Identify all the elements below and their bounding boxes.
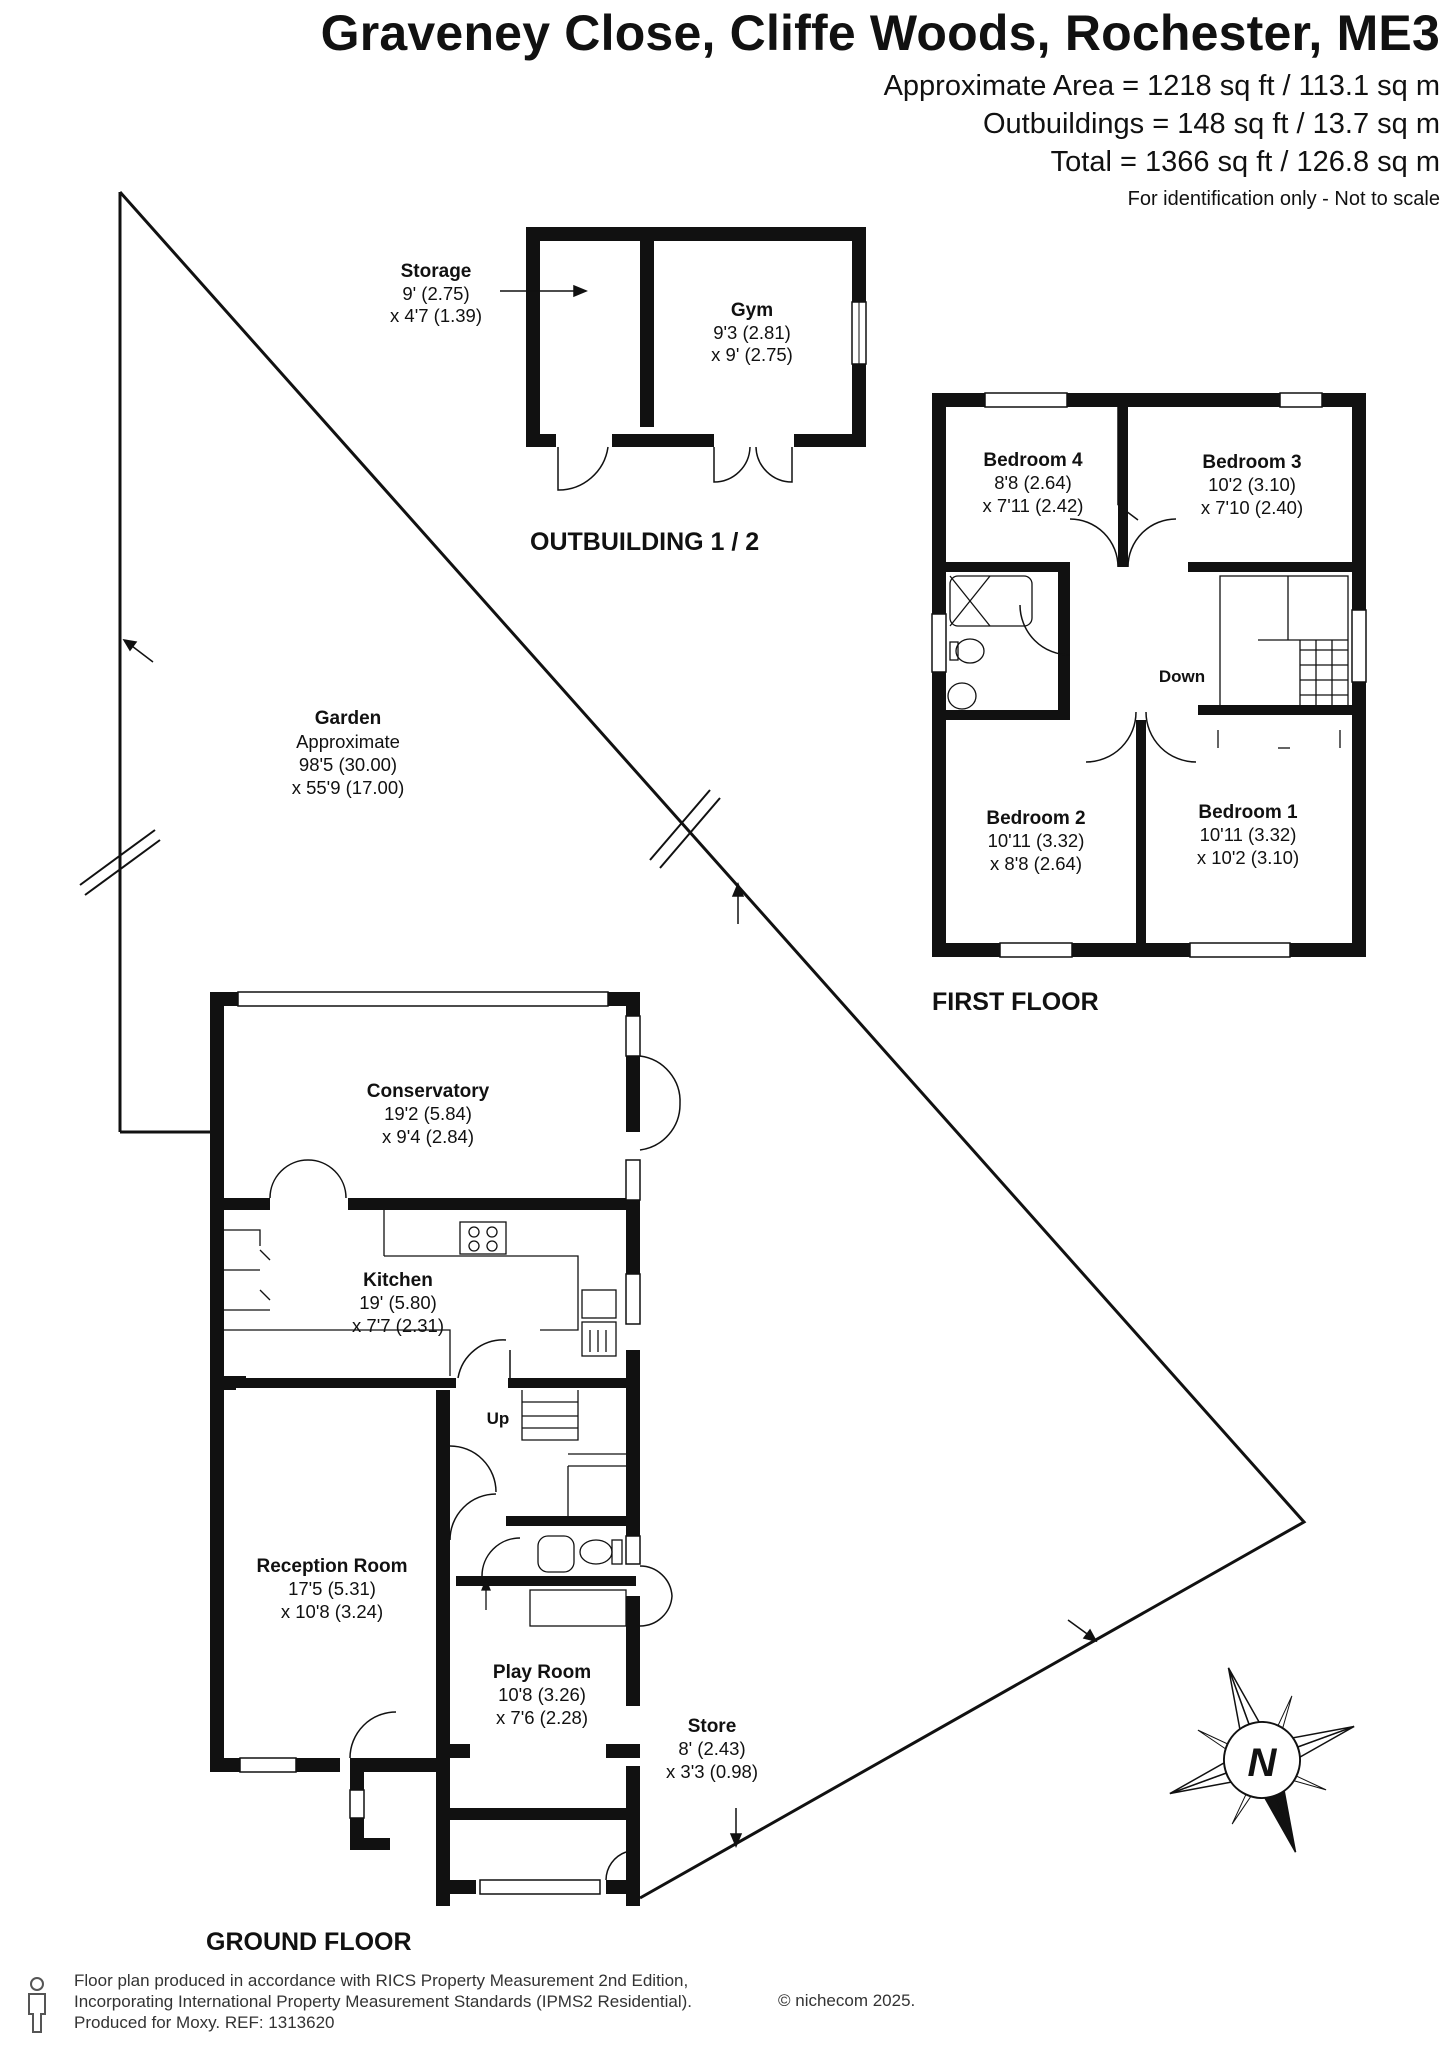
outbuilding-doors <box>557 446 793 491</box>
copyright-text: © nichecom 2025. <box>778 1991 916 2010</box>
reception-label: Reception Room 17'5 (5.31) x 10'8 (3.24) <box>257 1556 408 1622</box>
property-title: Graveney Close, Cliffe Woods, Rochester,… <box>320 5 1440 61</box>
store-name: Store <box>688 1716 737 1737</box>
bedroom3-dim1: 10'2 (3.10) <box>1208 474 1296 495</box>
kitchen-name: Kitchen <box>363 1270 433 1291</box>
scale-note: For identification only - Not to scale <box>1127 188 1440 210</box>
bedroom4-label: Bedroom 4 8'8 (2.64) x 7'11 (2.42) <box>983 450 1084 516</box>
storage-arrow <box>500 284 588 298</box>
garden-boundary <box>79 191 1307 1900</box>
reception-dim1: 17'5 (5.31) <box>288 1578 376 1599</box>
playroom-dim2: x 7'6 (2.28) <box>496 1707 588 1728</box>
outbuildings-area: Outbuildings = 148 sq ft / 13.7 sq m <box>982 108 1440 140</box>
garden-name: Garden <box>315 708 382 729</box>
bedroom4-name: Bedroom 4 <box>983 450 1083 471</box>
gym-dim2: x 9' (2.75) <box>711 344 793 365</box>
ground-floor-windows <box>237 991 641 1895</box>
kitchen-dim2: x 7'7 (2.31) <box>352 1315 444 1336</box>
outbuilding-walls <box>526 227 866 447</box>
bedroom1-label: Bedroom 1 10'11 (3.32) x 10'2 (3.10) <box>1197 802 1299 868</box>
reception-name: Reception Room <box>257 1556 408 1577</box>
playroom-dim1: 10'8 (3.26) <box>498 1684 586 1705</box>
storage-dim1: 9' (2.75) <box>402 283 469 304</box>
person-icon <box>28 1977 46 2033</box>
bedroom1-name: Bedroom 1 <box>1198 802 1298 823</box>
first-floor-windows <box>931 392 1367 958</box>
outbuilding-floor-label: OUTBUILDING 1 / 2 <box>530 528 760 556</box>
footer-text: Floor plan produced in accordance with R… <box>74 1970 692 2033</box>
total-area: Total = 1366 sq ft / 126.8 sq m <box>1050 146 1440 178</box>
stairs-down-label: Down <box>1159 667 1205 686</box>
bedroom2-dim2: x 8'8 (2.64) <box>990 853 1082 874</box>
bedroom2-dim1: 10'11 (3.32) <box>988 830 1085 851</box>
compass-north-letter: N <box>1248 1741 1278 1785</box>
kitchen-label: Kitchen 19' (5.80) x 7'7 (2.31) <box>352 1270 444 1336</box>
kitchen-dim1: 19' (5.80) <box>359 1292 437 1313</box>
ground-floor-label: GROUND FLOOR <box>206 1928 412 1956</box>
first-floor-fittings <box>947 575 1349 749</box>
storage-dim2: x 4'7 (1.39) <box>390 305 482 326</box>
first-floor-label: FIRST FLOOR <box>932 988 1099 1016</box>
compass-rose <box>1169 1667 1355 1853</box>
footer-line3: Produced for Moxy. REF: 1313620 <box>74 2013 335 2032</box>
playroom-name: Play Room <box>493 1662 591 1683</box>
approximate-area: Approximate Area = 1218 sq ft / 113.1 sq… <box>883 70 1440 102</box>
storage-label: Storage 9' (2.75) x 4'7 (1.39) <box>390 261 482 326</box>
bedroom1-dim1: 10'11 (3.32) <box>1200 824 1297 845</box>
store-dim2: x 3'3 (0.98) <box>666 1761 758 1782</box>
conservatory-dim2: x 9'4 (2.84) <box>382 1126 474 1147</box>
ground-floor-fittings <box>224 1210 627 1627</box>
bedroom3-name: Bedroom 3 <box>1202 452 1301 473</box>
bedroom4-dim1: 8'8 (2.64) <box>994 472 1072 493</box>
storage-name: Storage <box>401 261 472 282</box>
bedroom3-label: Bedroom 3 10'2 (3.10) x 7'10 (2.40) <box>1201 452 1303 518</box>
reception-dim2: x 10'8 (3.24) <box>281 1601 383 1622</box>
gym-label: Gym 9'3 (2.81) x 9' (2.75) <box>711 300 793 365</box>
garden-dim2: x 55'9 (17.00) <box>292 777 405 798</box>
gym-name: Gym <box>731 300 773 321</box>
playroom-label: Play Room 10'8 (3.26) x 7'6 (2.28) <box>493 1662 591 1728</box>
garden-label: Garden Approximate 98'5 (30.00) x 55'9 (… <box>292 708 405 798</box>
garden-qualifier: Approximate <box>296 731 400 752</box>
garden-arrows <box>122 638 1098 1848</box>
ground-floor-doors <box>269 1055 681 1881</box>
bedroom4-dim2: x 7'11 (2.42) <box>983 495 1084 516</box>
stairs-up-label: Up <box>487 1409 510 1428</box>
bedroom2-name: Bedroom 2 <box>986 808 1085 829</box>
first-floor-doors <box>1019 407 1197 763</box>
store-dim1: 8' (2.43) <box>678 1738 745 1759</box>
bedroom1-dim2: x 10'2 (3.10) <box>1197 847 1299 868</box>
conservatory-name: Conservatory <box>367 1081 490 1102</box>
bedroom2-label: Bedroom 2 10'11 (3.32) x 8'8 (2.64) <box>986 808 1085 874</box>
garden-dim1: 98'5 (30.00) <box>299 754 397 775</box>
store-label: Store 8' (2.43) x 3'3 (0.98) <box>666 1716 758 1782</box>
conservatory-label: Conservatory 19'2 (5.84) x 9'4 (2.84) <box>367 1081 490 1147</box>
footer-line2: Incorporating International Property Mea… <box>74 1992 692 2011</box>
bedroom3-dim2: x 7'10 (2.40) <box>1201 497 1303 518</box>
footer-line1: Floor plan produced in accordance with R… <box>74 1971 689 1990</box>
gym-dim1: 9'3 (2.81) <box>713 322 791 343</box>
conservatory-dim1: 19'2 (5.84) <box>384 1103 472 1124</box>
